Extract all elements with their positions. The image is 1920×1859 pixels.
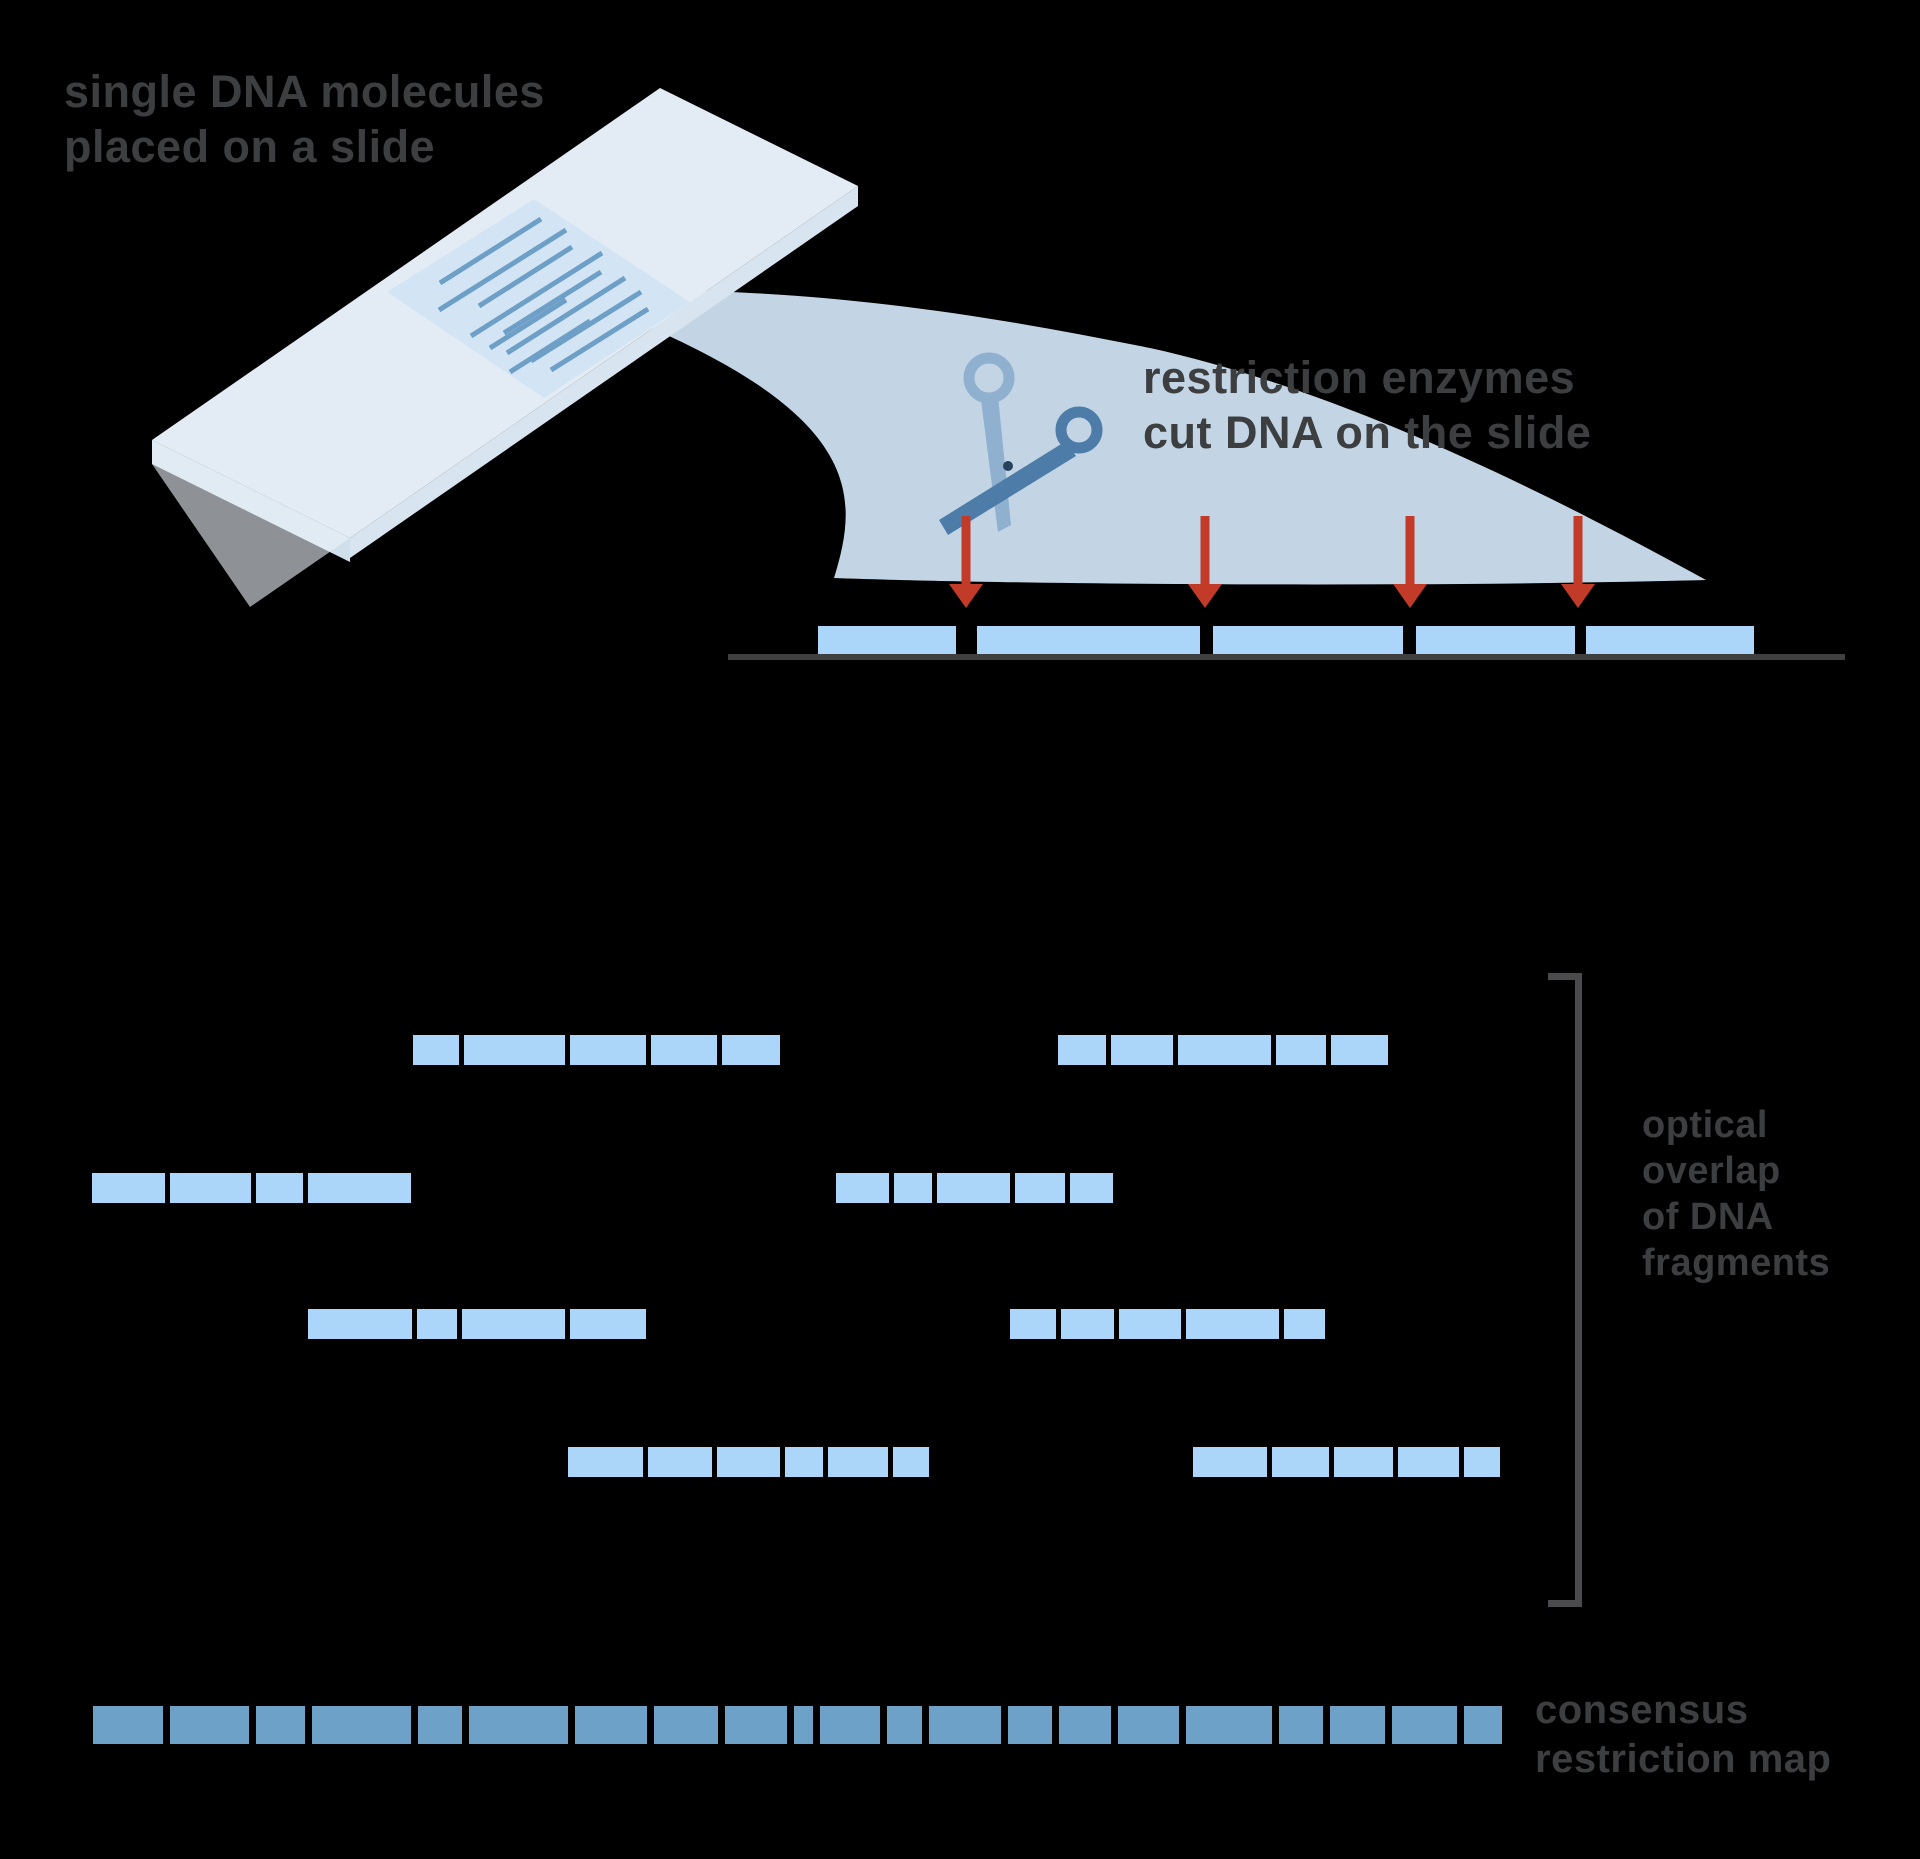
consensus-segment (1008, 1706, 1052, 1744)
fragment-segment (785, 1447, 823, 1477)
fragment-segment (722, 1035, 780, 1065)
fragment-group (1058, 1035, 1388, 1065)
consensus-segment (93, 1706, 163, 1744)
consensus-segment (1279, 1706, 1323, 1744)
fragment-segment (1331, 1035, 1388, 1065)
fragment-group (568, 1447, 929, 1477)
consensus-segment (469, 1706, 568, 1744)
fragment-segment (894, 1173, 932, 1203)
fragment-segment (170, 1173, 251, 1203)
cut-arrow-head (949, 584, 983, 608)
fragment-group (1010, 1309, 1325, 1339)
fragment-segment (256, 1173, 303, 1203)
fragment-segment (1276, 1035, 1326, 1065)
fragment-segment (570, 1309, 646, 1339)
fragment-segment (1061, 1309, 1114, 1339)
scissors-icon (939, 352, 1103, 535)
fragment-segment (836, 1173, 889, 1203)
consensus-map-label: consensus restriction map (1535, 1688, 1832, 1781)
slide-edge-bottom (152, 440, 350, 562)
cut-arrow-shaft (961, 516, 971, 584)
cut-arrow (1561, 516, 1595, 608)
consensus-segment (1392, 1706, 1457, 1744)
fragment-group (836, 1173, 1113, 1203)
fragment-segment (1334, 1447, 1393, 1477)
fragment-segment (1058, 1035, 1106, 1065)
cut-arrow (1188, 516, 1222, 608)
overlap-bracket (1548, 973, 1582, 1607)
fragment-segment (648, 1447, 712, 1477)
cut-dna-segment (1213, 626, 1403, 654)
fragment-segment (464, 1035, 565, 1065)
cut-dna-segment (818, 626, 956, 654)
fragment-segment (1464, 1447, 1500, 1477)
fragment-segment (1070, 1173, 1113, 1203)
fragment-segment (651, 1035, 717, 1065)
cut-arrow-shaft (1405, 516, 1415, 584)
consensus-segment (312, 1706, 411, 1744)
fragment-segment (1284, 1309, 1325, 1339)
consensus-segment (418, 1706, 462, 1744)
enzymes-label: restriction enzymes cut DNA on the slide (1143, 352, 1592, 458)
fragment-segment (462, 1309, 565, 1339)
consensus-segment (929, 1706, 1001, 1744)
fragment-segment (937, 1173, 1010, 1203)
cut-arrow (1393, 516, 1427, 608)
consensus-segments (93, 1706, 1502, 1744)
cut-arrow-head (1393, 584, 1427, 608)
slide-face-highlight (152, 440, 350, 607)
slide-edge-right (350, 186, 858, 558)
fragment-group (1193, 1447, 1500, 1477)
fragment-segment (308, 1173, 411, 1203)
cut-arrow-head (1561, 584, 1595, 608)
fragment-group (308, 1309, 646, 1339)
consensus-segment (794, 1706, 813, 1744)
consensus-segment (820, 1706, 880, 1744)
dna-strand-baseline (728, 654, 1845, 660)
cut-arrow-shaft (1200, 516, 1210, 584)
consensus-segment (170, 1706, 249, 1744)
cut-arrow-shaft (1573, 516, 1583, 584)
optical-overlap-label: optical overlap of DNA fragments (1642, 1104, 1831, 1284)
fragment-segment (413, 1035, 459, 1065)
fragment-segment (1178, 1035, 1271, 1065)
fragment-segment (893, 1447, 929, 1477)
fragment-segment (92, 1173, 165, 1203)
slide-sample-panel (387, 199, 690, 398)
fragment-segment (1398, 1447, 1459, 1477)
consensus-segment (1059, 1706, 1111, 1744)
cut-dna-segment (977, 626, 1200, 654)
dna-molecule-lines (437, 216, 650, 375)
cut-arrow (949, 516, 983, 608)
fragment-segment (308, 1309, 412, 1339)
fragment-segment (568, 1447, 643, 1477)
consensus-segment (1464, 1706, 1502, 1744)
fragment-segment (1111, 1035, 1173, 1065)
fragment-segment (1010, 1309, 1056, 1339)
fragment-segment (828, 1447, 888, 1477)
fragment-segment (1193, 1447, 1267, 1477)
fragment-segment (417, 1309, 457, 1339)
consensus-segment (1330, 1706, 1385, 1744)
cut-dna-segment (1586, 626, 1754, 654)
fragment-segment (1119, 1309, 1181, 1339)
fragment-segment (1186, 1309, 1279, 1339)
consensus-segment (725, 1706, 787, 1744)
fragment-segment (717, 1447, 780, 1477)
fragment-group (92, 1173, 411, 1203)
cut-arrow-head (1188, 584, 1222, 608)
cut-dna-segment (1416, 626, 1575, 654)
consensus-segment (256, 1706, 305, 1744)
fragment-group (413, 1035, 780, 1065)
consensus-segment (1186, 1706, 1272, 1744)
fragment-segment (570, 1035, 646, 1065)
consensus-segment (1118, 1706, 1179, 1744)
slide-label: single DNA molecules placed on a slide (64, 66, 545, 172)
consensus-segment (887, 1706, 922, 1744)
fragment-segment (1272, 1447, 1329, 1477)
consensus-segment (575, 1706, 647, 1744)
consensus-segment (654, 1706, 718, 1744)
fragment-segment (1015, 1173, 1065, 1203)
